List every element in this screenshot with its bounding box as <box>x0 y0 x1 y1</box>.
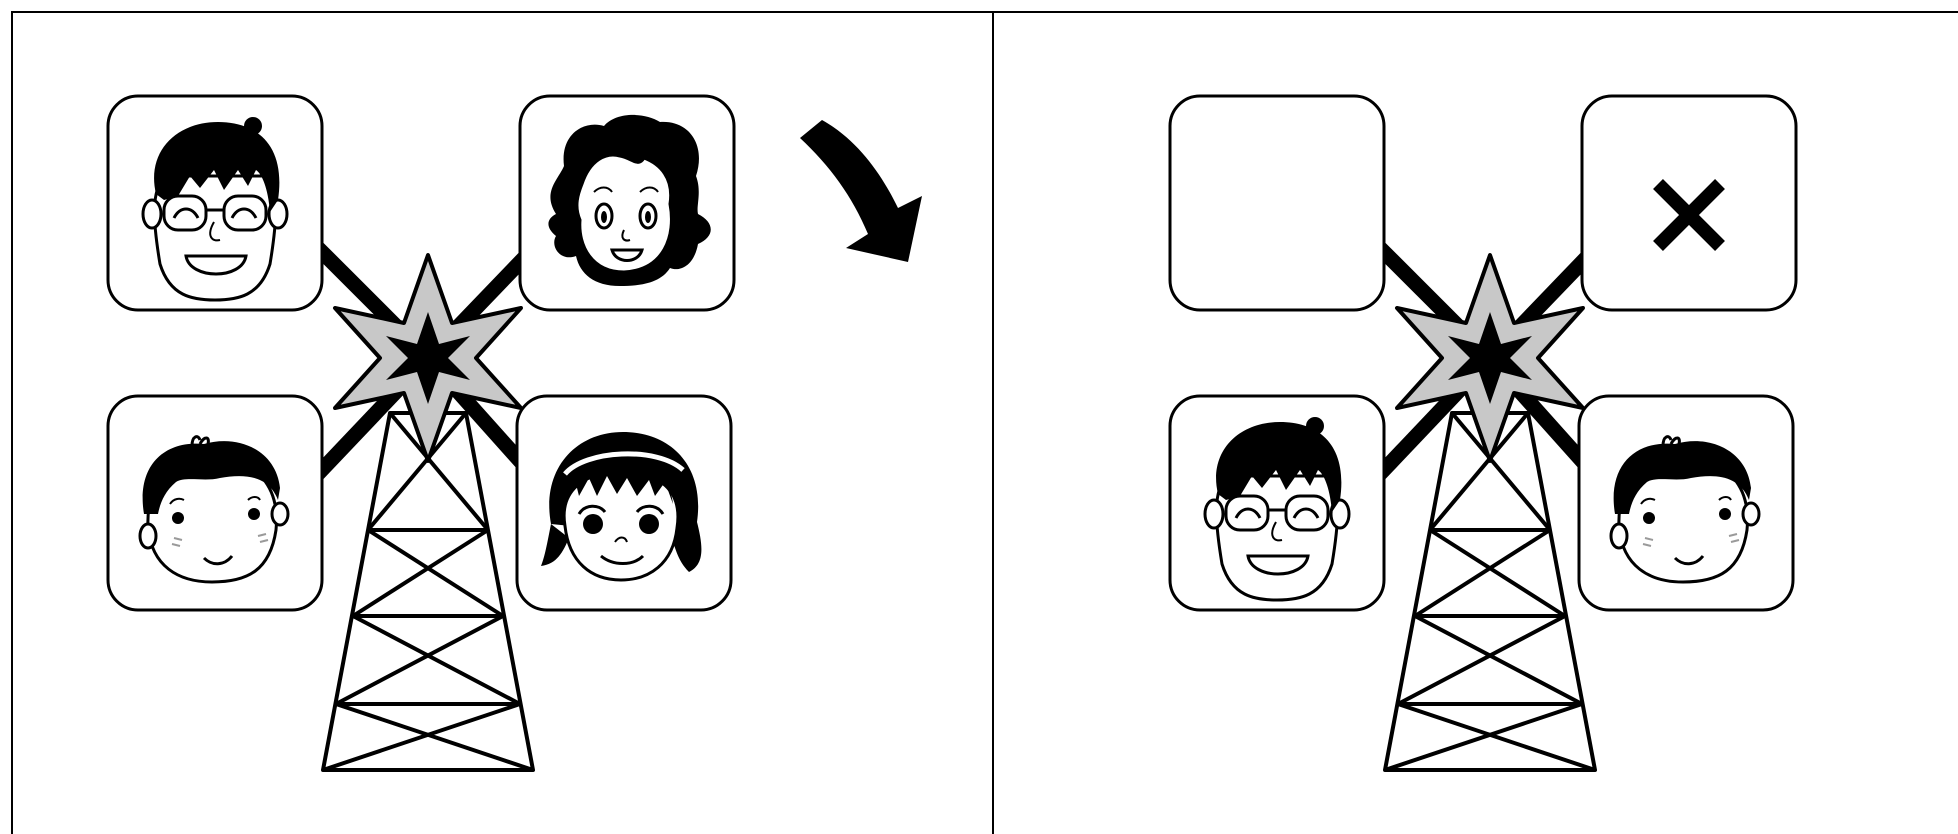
card-bottom-right <box>1579 396 1793 610</box>
transmission-tower-with-burst-icon <box>1385 255 1595 770</box>
card-bottom-left <box>108 396 322 610</box>
panel-before <box>108 96 734 770</box>
panel-after <box>1170 96 1796 770</box>
card-bottom-left <box>1170 396 1384 610</box>
card-top-right <box>520 96 734 310</box>
boy-icon <box>1611 437 1759 582</box>
card-bottom-right <box>517 396 731 610</box>
transmission-tower-with-burst-icon <box>323 255 533 770</box>
card-top-left <box>1170 96 1384 310</box>
boy-icon <box>140 437 288 582</box>
curved-arrow-icon <box>800 120 922 262</box>
card-top-left <box>108 96 322 310</box>
card-top-right <box>1582 96 1796 310</box>
